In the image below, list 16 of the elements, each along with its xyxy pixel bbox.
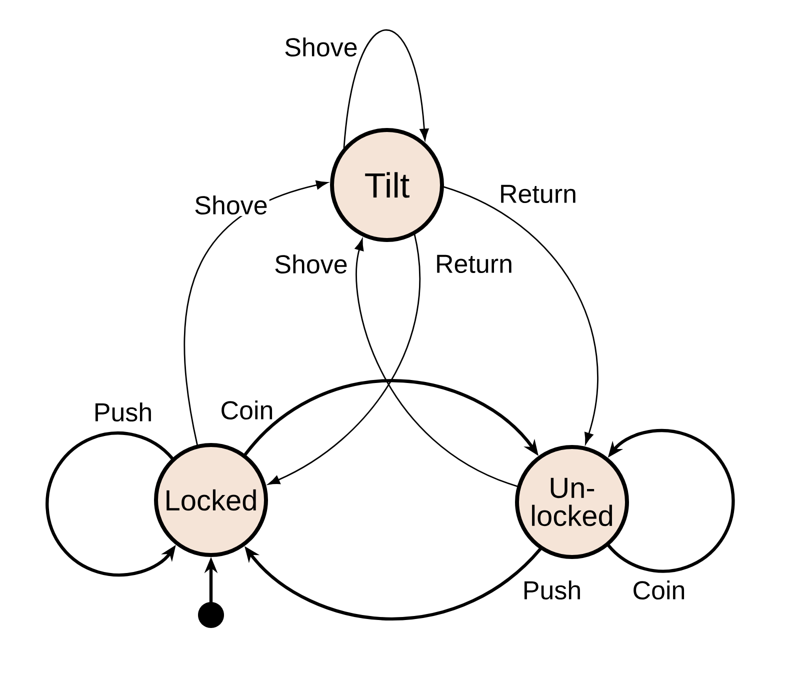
edge-label: Push [520, 578, 584, 602]
edge-label: Coin [218, 398, 276, 422]
edge-label: Return [497, 183, 579, 205]
transition-arrow [443, 186, 598, 444]
edge-label: Push [92, 400, 154, 424]
start-dot [198, 602, 224, 628]
self-loop-arrow [343, 29, 429, 148]
edge-label: Shove [272, 252, 350, 276]
edge-label: Shove [192, 194, 270, 216]
edge-label: Coin [630, 578, 688, 602]
transition-arrow [184, 180, 328, 446]
transition-arrow [268, 234, 420, 485]
edge-label: Shove [282, 36, 360, 58]
transition-arrow [354, 238, 518, 487]
edge-label: Return [433, 253, 515, 275]
self-loop-arrow [607, 429, 735, 573]
